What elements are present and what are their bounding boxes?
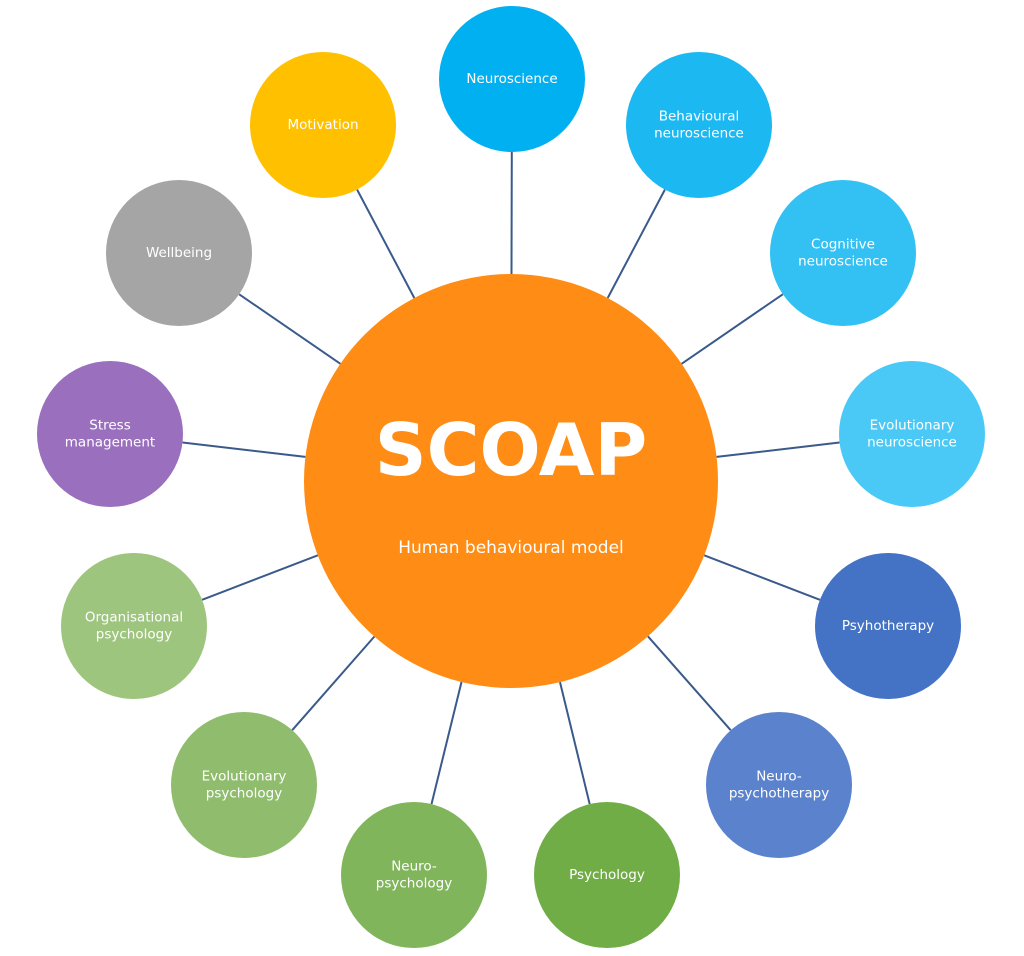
node-label-neuro-psychotherapy: psychotherapy bbox=[729, 786, 829, 802]
connector-organisational-psychology bbox=[201, 554, 319, 601]
node-circle-behavioural-neuroscience bbox=[626, 52, 772, 198]
connector-wellbeing bbox=[238, 293, 341, 365]
center-node: SCOAP Human behavioural model bbox=[304, 274, 718, 688]
node-label-evolutionary-psychology: psychology bbox=[206, 786, 282, 802]
node-psyhotherapy: Psyhotherapy bbox=[815, 553, 961, 699]
node-label-neuroscience: Neuroscience bbox=[466, 71, 557, 87]
node-label-neuro-psychology: Neuro- bbox=[391, 859, 437, 875]
node-label-motivation: Motivation bbox=[287, 117, 358, 133]
node-label-psychology: Psychology bbox=[569, 867, 645, 883]
node-wellbeing: Wellbeing bbox=[106, 180, 252, 326]
node-label-neuro-psychology: psychology bbox=[376, 876, 452, 892]
center-title: SCOAP bbox=[375, 408, 647, 492]
node-circle-neuro-psychotherapy bbox=[706, 712, 852, 858]
connector-neuro-psychology bbox=[430, 681, 463, 805]
node-neuro-psychology: Neuro-psychology bbox=[341, 802, 487, 948]
connector-evolutionary-psychology bbox=[291, 635, 376, 731]
node-circle-evolutionary-psychology bbox=[171, 712, 317, 858]
connectors bbox=[182, 151, 840, 805]
node-circle-motivation bbox=[250, 52, 396, 198]
node-label-organisational-psychology: Organisational bbox=[85, 610, 183, 626]
node-label-psyhotherapy: Psyhotherapy bbox=[842, 618, 934, 634]
connector-psychology bbox=[559, 681, 591, 805]
node-label-cognitive-neuroscience: neuroscience bbox=[798, 254, 888, 270]
topic-nodes: NeuroscienceBehaviouralneuroscienceCogni… bbox=[37, 6, 985, 948]
node-label-neuro-psychotherapy: Neuro- bbox=[756, 769, 802, 785]
connector-psyhotherapy bbox=[703, 554, 821, 601]
node-psychology: Psychology bbox=[534, 802, 680, 948]
node-circle-cognitive-neuroscience bbox=[770, 180, 916, 326]
node-circle-neuro-psychology bbox=[341, 802, 487, 948]
node-circle-psychology bbox=[534, 802, 680, 948]
node-label-cognitive-neuroscience: Cognitive bbox=[811, 237, 875, 253]
node-circle-neuroscience bbox=[439, 6, 585, 152]
node-circle-psyhotherapy bbox=[815, 553, 961, 699]
node-label-organisational-psychology: psychology bbox=[96, 627, 172, 643]
center-circle bbox=[304, 274, 718, 688]
node-circle-stress-management bbox=[37, 361, 183, 507]
connector-stress-management bbox=[182, 441, 306, 458]
connector-cognitive-neuroscience bbox=[681, 293, 784, 365]
node-motivation: Motivation bbox=[250, 52, 396, 198]
node-circle-organisational-psychology bbox=[61, 553, 207, 699]
center-subtitle: Human behavioural model bbox=[398, 538, 624, 558]
node-label-behavioural-neuroscience: Behavioural bbox=[659, 109, 740, 125]
connector-neuro-psychotherapy bbox=[647, 635, 732, 731]
node-label-behavioural-neuroscience: neuroscience bbox=[654, 126, 744, 142]
node-label-stress-management: Stress bbox=[89, 418, 131, 434]
connector-motivation bbox=[356, 189, 416, 299]
node-label-evolutionary-neuroscience: Evolutionary bbox=[870, 418, 955, 434]
node-label-evolutionary-psychology: Evolutionary bbox=[202, 769, 287, 785]
connector-evolutionary-neuroscience bbox=[716, 441, 840, 458]
connector-behavioural-neuroscience bbox=[606, 189, 666, 299]
node-neuro-psychotherapy: Neuro-psychotherapy bbox=[706, 712, 852, 858]
node-neuroscience: Neuroscience bbox=[439, 6, 585, 152]
node-label-wellbeing: Wellbeing bbox=[146, 245, 212, 261]
node-circle-wellbeing bbox=[106, 180, 252, 326]
node-circle-evolutionary-neuroscience bbox=[839, 361, 985, 507]
node-label-evolutionary-neuroscience: neuroscience bbox=[867, 435, 957, 451]
node-label-stress-management: management bbox=[65, 435, 155, 451]
